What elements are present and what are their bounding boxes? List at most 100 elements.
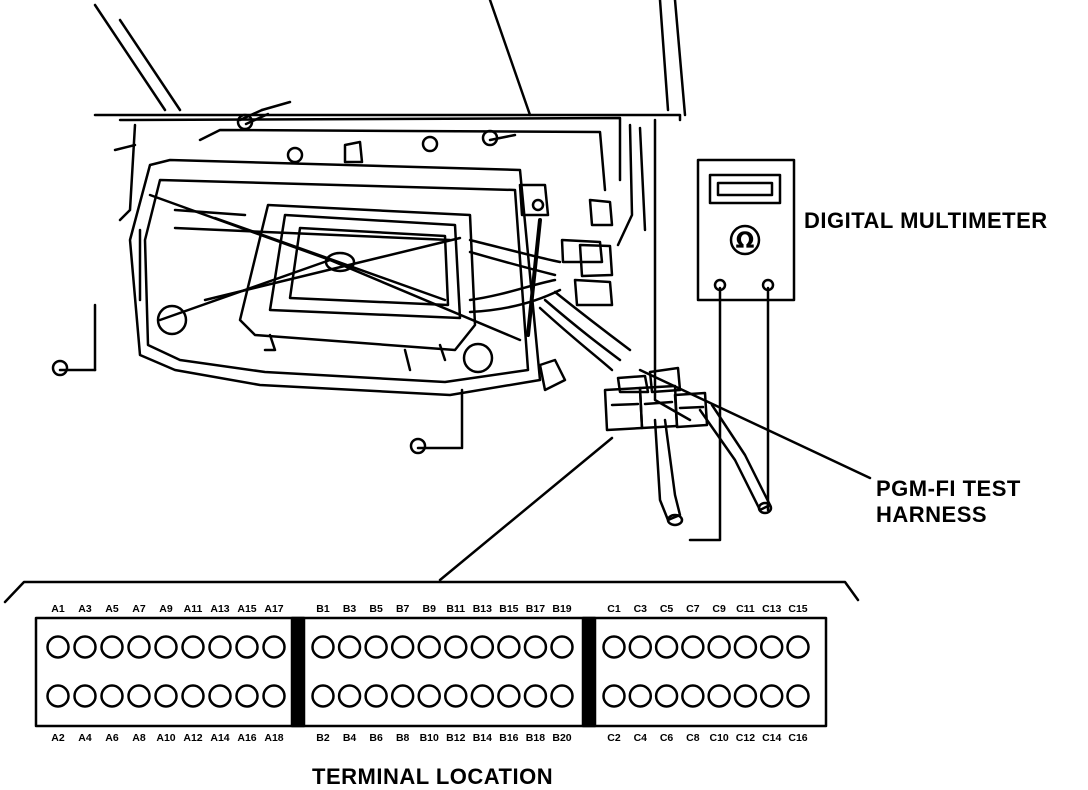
pin-label-b20: B20 xyxy=(552,732,571,744)
pin-label-a4: A4 xyxy=(78,732,92,744)
pin-c3 xyxy=(628,635,653,659)
pin-b6 xyxy=(364,684,388,708)
pin-label-c11: C11 xyxy=(736,603,755,615)
pin-a4 xyxy=(73,684,97,708)
pin-label-a3: A3 xyxy=(78,603,92,615)
pin-c13 xyxy=(759,635,784,659)
pin-label-a17: A17 xyxy=(264,603,283,615)
pin-a12 xyxy=(181,684,205,708)
pin-a17 xyxy=(262,635,286,659)
pin-a6 xyxy=(100,684,124,708)
pin-label-b1: B1 xyxy=(316,603,330,615)
pin-b19 xyxy=(550,635,574,659)
pin-b9 xyxy=(417,635,441,659)
pin-c9 xyxy=(707,635,731,659)
pin-b2 xyxy=(311,684,335,708)
ohm-symbol: Ω xyxy=(736,229,755,254)
pin-label-b19: B19 xyxy=(552,603,571,615)
pin-c10 xyxy=(707,684,731,708)
pin-c15 xyxy=(786,635,810,659)
pin-label-b12: B12 xyxy=(446,732,465,744)
pin-a15 xyxy=(235,635,259,659)
pin-b15 xyxy=(497,635,521,659)
pin-label-a15: A15 xyxy=(237,603,256,615)
pin-a10 xyxy=(154,684,178,708)
terminal-location-label: TERMINAL LOCATION xyxy=(312,764,554,789)
pin-a13 xyxy=(208,635,232,659)
pin-label-a16: A16 xyxy=(237,732,256,744)
pin-b7 xyxy=(390,635,415,659)
pin-label-c15: C15 xyxy=(788,603,807,615)
multimeter-body xyxy=(696,158,796,302)
pin-b12 xyxy=(444,684,468,708)
pin-label-b3: B3 xyxy=(343,603,357,615)
pin-label-a5: A5 xyxy=(105,603,119,615)
pin-b4 xyxy=(337,684,362,708)
pin-label-c13: C13 xyxy=(762,603,781,615)
dashboard-outline xyxy=(93,0,692,422)
pin-c4 xyxy=(628,684,653,708)
pin-label-b9: B9 xyxy=(423,603,437,615)
pin-c8 xyxy=(681,684,705,708)
pin-label-c4: C4 xyxy=(634,732,648,744)
pin-a18 xyxy=(262,684,286,708)
ecu-side-connectors xyxy=(560,198,614,307)
pin-label-a1: A1 xyxy=(51,603,65,615)
pin-label-b13: B13 xyxy=(473,603,492,615)
pin-label-b17: B17 xyxy=(526,603,545,615)
pin-label-a14: A14 xyxy=(210,732,229,744)
pin-label-c8: C8 xyxy=(686,732,700,744)
ecu-box xyxy=(173,203,477,372)
pin-b3 xyxy=(337,635,362,659)
pin-label-b10: B10 xyxy=(420,732,439,744)
leader-lines xyxy=(438,368,872,582)
pin-b5 xyxy=(364,635,388,659)
test-harness-label: PGM-FI TEST HARNESS xyxy=(876,476,1021,528)
pin-a11 xyxy=(181,635,205,659)
pin-label-c10: C10 xyxy=(710,732,729,744)
pin-b1 xyxy=(311,635,335,659)
pin-label-b6: B6 xyxy=(369,732,383,744)
pin-label-b5: B5 xyxy=(369,603,383,615)
pin-label-c2: C2 xyxy=(607,732,621,744)
pin-a2 xyxy=(46,684,70,708)
bolt-icons xyxy=(51,100,517,455)
pin-label-b8: B8 xyxy=(396,732,410,744)
probes xyxy=(653,403,773,527)
pin-b11 xyxy=(444,635,468,659)
pin-label-a12: A12 xyxy=(183,732,202,744)
pin-b13 xyxy=(470,635,495,659)
pin-a9 xyxy=(154,635,178,659)
pin-label-b11: B11 xyxy=(446,603,465,615)
pin-b14 xyxy=(470,684,495,708)
pin-b18 xyxy=(523,684,548,708)
pin-c1 xyxy=(602,635,626,659)
pin-label-a7: A7 xyxy=(132,603,146,615)
pin-label-a9: A9 xyxy=(159,603,173,615)
pin-label-c12: C12 xyxy=(736,732,755,744)
pin-label-c14: C14 xyxy=(762,732,781,744)
pin-c7 xyxy=(681,635,705,659)
pin-a3 xyxy=(73,635,97,659)
ecu-wiring xyxy=(468,218,632,372)
pin-label-a2: A2 xyxy=(51,732,65,744)
terminal-panel-frame xyxy=(3,580,860,728)
pin-label-c3: C3 xyxy=(634,603,648,615)
pin-c2 xyxy=(602,684,626,708)
pin-b20 xyxy=(550,684,574,708)
pin-label-c16: C16 xyxy=(788,732,807,744)
pin-label-b16: B16 xyxy=(499,732,518,744)
pin-b16 xyxy=(497,684,521,708)
pin-a8 xyxy=(127,684,151,708)
pin-label-a18: A18 xyxy=(264,732,283,744)
pin-a16 xyxy=(235,684,259,708)
pin-label-b2: B2 xyxy=(316,732,330,744)
pin-label-a11: A11 xyxy=(184,603,203,615)
pin-c16 xyxy=(786,684,810,708)
pin-b8 xyxy=(390,684,415,708)
pin-label-b14: B14 xyxy=(473,732,492,744)
